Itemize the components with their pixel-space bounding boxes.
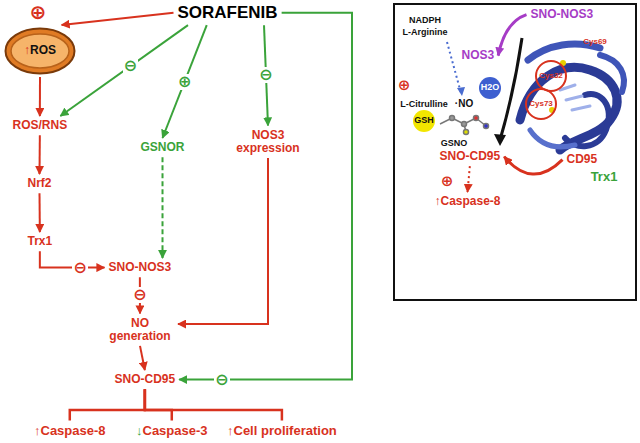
connector <box>145 389 282 420</box>
connector <box>70 389 145 420</box>
node-text: ↑Caspase-8 <box>435 195 501 208</box>
molecule-label: NADPH <box>409 16 441 25</box>
node-text: GSH <box>414 116 434 126</box>
effect-sign: ⊕ <box>30 2 47 22</box>
node-text: ↑Cell proliferation <box>227 424 337 438</box>
node-text: Nrf2 <box>28 177 52 190</box>
node-text: H2O <box>481 83 500 93</box>
protein-label: SNO-CD95 <box>113 372 178 387</box>
effect-sign: ⊖ <box>214 372 229 388</box>
trx1-ribbon <box>520 44 624 150</box>
mitochondrion: ↑ROS <box>4 27 76 75</box>
effect-sign: ⊖ <box>258 67 273 83</box>
connector <box>39 77 41 116</box>
node-text: SNO-NOS3 <box>531 8 594 21</box>
protein-label: NOS3 <box>460 48 497 63</box>
gsno-molecule <box>440 116 489 135</box>
node-text: SNO-NOS3 <box>109 261 172 274</box>
node-text: Trx1 <box>28 235 53 248</box>
process-label: NOS3 expression <box>226 128 310 156</box>
node-text: ROS/RNS <box>13 119 68 132</box>
process-label: NO generation <box>104 316 176 344</box>
connector <box>179 13 352 380</box>
node-text: ↑Caspase-8 <box>34 424 106 438</box>
outcome-label: ↑Caspase-8 <box>32 423 108 439</box>
effect-sign: ⊕ <box>177 74 192 90</box>
effect-sign: ⊕ <box>398 77 411 92</box>
protein-label: SNO-NOS3 <box>529 7 596 22</box>
molecule-circle: H2O <box>478 76 502 100</box>
cys-ring <box>526 89 556 119</box>
node-text: GSNOR <box>141 141 185 154</box>
outcome-label: ↑Caspase-8 <box>433 194 503 209</box>
molecule-label: GSNO <box>441 139 468 148</box>
protein-label: SNO-NOS3 <box>107 260 174 275</box>
connector <box>162 157 164 258</box>
effect-sign: ⊕ <box>441 173 454 188</box>
panel-frame <box>394 4 636 300</box>
black-arrow <box>500 38 522 140</box>
node-text: NOS3 expression <box>228 129 308 155</box>
factor-label: Nrf2 <box>26 176 54 191</box>
arrow-symbol: ↑ <box>34 423 41 438</box>
connector <box>504 157 562 174</box>
arrow-symbol: ↓ <box>136 423 143 438</box>
connector <box>39 193 41 232</box>
outcome-label: ↑Cell proliferation <box>225 423 339 439</box>
arrow-head <box>494 134 506 146</box>
protein-name: Trx1 <box>591 170 618 183</box>
connector <box>468 166 470 192</box>
molecule-label: L-Citrulline <box>400 100 448 109</box>
node-text: NOS3 <box>462 49 495 62</box>
residue-label: Cys69 <box>583 38 607 46</box>
connector <box>145 389 172 420</box>
arrow-head <box>457 87 465 96</box>
connector <box>39 135 41 174</box>
residue-label: Cys73 <box>529 100 553 108</box>
node-text: SNO-CD95 <box>115 373 176 386</box>
species-label: ROS/RNS <box>11 118 70 133</box>
node-text: CD95 <box>567 153 598 166</box>
connector <box>178 158 268 324</box>
protein-label: Trx1 <box>26 234 55 249</box>
node-text: SNO-CD95 <box>440 150 501 163</box>
residue-label: Cys32 <box>539 72 563 80</box>
node-text: NO generation <box>106 317 174 343</box>
node-text: ↓Caspase-3 <box>136 424 208 438</box>
connector <box>60 25 188 116</box>
drug-name: SORAFENIB <box>176 3 280 24</box>
arrow-symbol: ↑ <box>24 43 30 57</box>
cys-ring <box>536 61 566 91</box>
node-text: ↑ROS <box>24 44 56 57</box>
molecule-label: L-Arginine <box>403 28 448 37</box>
protein-label: SNO-CD95 <box>438 149 503 164</box>
arrow-symbol: ↑ <box>227 423 234 438</box>
dotted-arrow <box>447 42 461 93</box>
protein-label: CD95 <box>565 152 600 167</box>
effect-sign: ⊖ <box>123 58 138 74</box>
molecule-label: ·NO <box>455 99 473 109</box>
connector <box>163 25 207 138</box>
effect-sign: ⊖ <box>72 260 87 276</box>
connector <box>498 15 526 56</box>
effect-sign: ⊖ <box>132 287 147 303</box>
node-text: SORAFENIB <box>178 4 278 23</box>
connector <box>62 13 174 25</box>
connector <box>140 346 145 370</box>
arrow-symbol: ↑ <box>435 194 441 208</box>
molecule-circle: GSH <box>412 109 436 133</box>
outcome-label: ↓Caspase-3 <box>134 423 210 439</box>
enzyme-label: GSNOR <box>139 140 187 155</box>
